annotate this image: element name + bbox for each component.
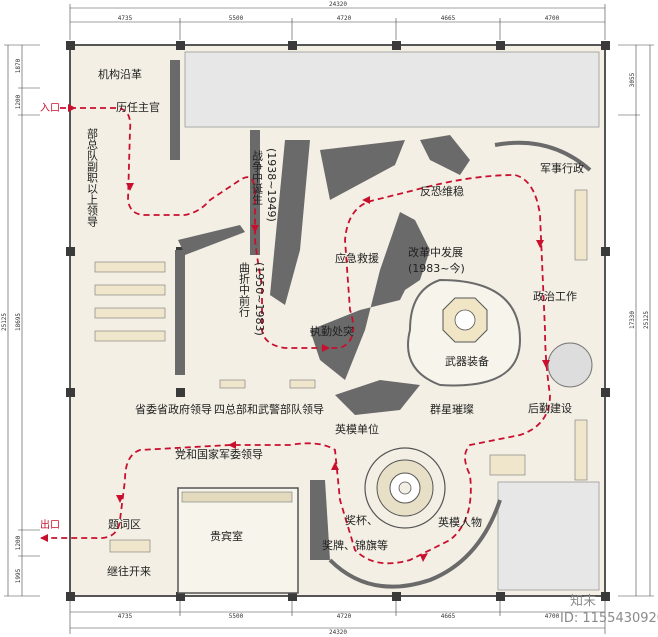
vip-room-outline [177, 487, 299, 594]
right-curved-wall [494, 140, 592, 172]
visitor-route [40, 107, 551, 565]
dim-right-1: 3055 [629, 72, 636, 87]
watermark-id: ID: 1155430920 [560, 611, 658, 626]
label-entrance: 入口 [40, 103, 60, 114]
watermark-brand: 知末 [570, 593, 596, 609]
label-gaige: 改革中发展 [408, 245, 463, 259]
dim-bottom-3: 4720 [337, 613, 352, 620]
label-quzhe-years: (1950~1983) [253, 262, 266, 336]
dim-bottom-2: 5500 [229, 613, 244, 620]
label-shengwei: 省委省政府领导 [135, 402, 212, 416]
label-zhiqin: 执勤处突 [310, 324, 354, 338]
map-display-circle [547, 342, 593, 388]
dim-left-total: 25125 [1, 313, 8, 331]
dim-left-5: 1995 [15, 568, 22, 583]
dim-top-5: 4700 [545, 15, 560, 22]
dim-top-4: 4665 [441, 15, 456, 22]
label-jigou: 机构沿革 [98, 67, 142, 81]
label-junshi: 军事行政 [540, 161, 584, 175]
label-qunxing: 群星璀璨 [430, 402, 474, 416]
vip-room-cabinet-row [181, 491, 293, 503]
label-zhengzhi: 政治工作 [533, 289, 577, 303]
dim-bottom-total: 24320 [329, 629, 347, 636]
upper-right-void [184, 51, 600, 128]
dim-top-1: 4735 [118, 15, 133, 22]
right-dimensions [618, 44, 654, 597]
label-exit: 出口 [40, 518, 60, 531]
label-gaige-years: (1983~今) [408, 261, 465, 275]
display-panels [94, 189, 588, 553]
label-zhanzheng: 战争中诞生 [251, 150, 264, 205]
dim-bottom-1: 4735 [118, 613, 133, 620]
label-houqin: 后勤建设 [528, 401, 572, 415]
route-arrowheads [40, 104, 550, 562]
dim-top-2: 5500 [229, 15, 244, 22]
label-ticiqu: 题词区 [108, 518, 141, 531]
left-dimensions [4, 44, 40, 597]
label-fankong: 反恐维稳 [420, 184, 464, 198]
dim-bottom-5: 4700 [545, 613, 560, 620]
dim-left-4: 1200 [15, 535, 22, 550]
label-yingmo-danwei: 英模单位 [335, 422, 379, 436]
label-jiangpai: 奖牌、锦旗等 [322, 538, 388, 552]
label-lirenzhuguan: 历任主官 [116, 100, 160, 114]
dim-right-total: 25125 [643, 311, 650, 329]
dim-left-1: 1870 [15, 58, 22, 73]
dim-right-2: 17330 [629, 311, 636, 329]
label-jiwang: 继往开来 [107, 564, 151, 578]
label-zhanzheng-years: (1938~1949) [265, 148, 278, 222]
interior-walls [170, 60, 470, 560]
label-yingmo-renwu: 英模人物 [438, 515, 482, 529]
dim-top-total: 24320 [329, 1, 347, 8]
dim-bottom-4: 4665 [441, 613, 456, 620]
dim-left-2: 1200 [15, 94, 22, 109]
top-dimensions [69, 4, 606, 40]
label-sizongbu: 四总部和武警部队领导 [214, 402, 324, 416]
label-guibinshi: 贵宾室 [210, 529, 243, 543]
dim-top-3: 4720 [337, 15, 352, 22]
lower-right-void [497, 481, 600, 591]
label-wuqi: 武器装备 [445, 354, 489, 368]
label-buduifuzhi: 部总队副职以上领导 [86, 127, 99, 227]
hero-models-core [398, 481, 412, 495]
label-yingji: 应急救援 [335, 251, 379, 265]
hero-models-outer-ring [364, 447, 446, 529]
lower-curved-wall [328, 499, 502, 589]
weapons-center-disc [454, 309, 476, 331]
label-jiangbei: 奖杯、 [345, 513, 378, 527]
dim-left-3: 18695 [15, 313, 22, 331]
label-quzhe: 曲折中前行 [238, 262, 251, 318]
label-dangheguojia: 党和国家军委领导 [175, 447, 263, 461]
